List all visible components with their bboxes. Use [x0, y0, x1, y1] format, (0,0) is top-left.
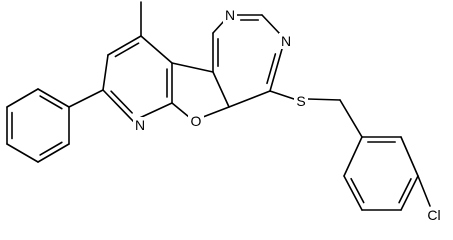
furan-bond	[202, 106, 230, 118]
pyrimidine-bond	[228, 90, 271, 108]
atom-s-thioether-text: S	[296, 93, 305, 109]
chlorophenyl-bond	[400, 175, 419, 211]
atom-n-pyrimidine-right: N	[279, 33, 293, 49]
pyrimidine-double-bond	[266, 53, 277, 85]
phenyl-bond	[6, 88, 39, 108]
phenyl-bond	[37, 88, 70, 108]
chlorophenyl-double-bond	[350, 177, 365, 204]
chlorophenyl-bond	[400, 136, 419, 177]
atom-n-pyridine: N	[133, 117, 147, 133]
chlorophenyl-bond	[343, 136, 363, 177]
pyrimidine-bond	[212, 20, 225, 34]
pyridine-bond	[102, 89, 134, 122]
pyridine-bond	[102, 54, 109, 91]
pyridine-bond	[107, 35, 142, 56]
atom-o-furan: O	[188, 113, 204, 129]
chlorophenyl-double-bond	[398, 178, 412, 204]
atom-n-pyrimidine-top: N	[223, 7, 237, 23]
furan-bond	[212, 71, 230, 108]
atom-n-pyridine-text: N	[135, 117, 145, 133]
c-cl-bond	[417, 175, 431, 207]
ch2-aryl-bond	[339, 99, 363, 138]
atom-label-layer: N N N O S Cl	[133, 7, 444, 223]
s-ch2-bond	[307, 98, 341, 101]
phenyl-bond	[37, 143, 70, 163]
pyridine-double-bond	[110, 90, 133, 114]
atom-s-thioether: S	[294, 93, 308, 109]
c-s-bond	[269, 90, 295, 100]
pyridine-double-bond	[114, 42, 140, 58]
furan-bond	[171, 102, 190, 118]
pyrimidine-bond	[261, 14, 281, 35]
bond-layer	[6, 1, 431, 211]
atom-n-pyrimidine-right-text: N	[281, 33, 291, 49]
chlorophenyl-bond	[343, 175, 363, 211]
atom-o-furan-text: O	[191, 113, 202, 129]
pyrimidine-bond	[269, 48, 283, 92]
furan-bond	[171, 62, 214, 73]
pyridine-bond	[140, 35, 173, 64]
atom-cl: Cl	[424, 207, 444, 223]
atom-n-pyrimidine-top-text: N	[225, 7, 235, 23]
phenyl-pyridine-bond	[68, 89, 104, 108]
phenyl-double-bond	[39, 141, 63, 156]
phenyl-bond	[6, 143, 39, 163]
phenyl-double-bond	[39, 95, 63, 110]
atom-cl-text: Cl	[427, 207, 440, 223]
